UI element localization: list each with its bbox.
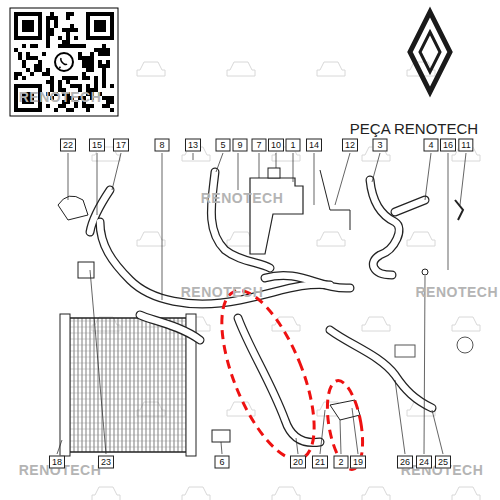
- callout-number: 5: [216, 139, 231, 152]
- callout-number: 12: [342, 139, 358, 152]
- callout-number: 1: [286, 139, 301, 152]
- callout-number: 9: [233, 139, 248, 152]
- callout-number: 10: [268, 139, 284, 152]
- brand-text: PEÇA RENOTECH: [350, 120, 478, 137]
- callout-number: 19: [350, 456, 366, 469]
- callout-number: 17: [113, 139, 129, 152]
- callout-number: 11: [458, 139, 473, 152]
- callout-number: 4: [424, 139, 439, 152]
- callout-number: 20: [290, 456, 306, 469]
- callout-number: 15: [89, 139, 105, 152]
- callout-number: 25: [435, 456, 451, 469]
- callout-number: 22: [60, 139, 76, 152]
- callout-number: 7: [252, 139, 267, 152]
- callout-number: 18: [49, 456, 65, 469]
- callout-number: 26: [397, 456, 413, 469]
- callout-number: 24: [416, 456, 432, 469]
- watermark: RENOTECH: [201, 190, 284, 206]
- watermark: RENOTECH: [19, 89, 102, 105]
- callout-number: 16: [440, 139, 456, 152]
- callout-number: 2: [334, 456, 349, 469]
- watermark: RENOTECH: [415, 284, 498, 300]
- callout-number: 23: [98, 456, 114, 469]
- watermark: RENOTECH: [181, 284, 264, 300]
- callout-number: 6: [215, 456, 230, 469]
- callout-number: 14: [306, 139, 322, 152]
- callout-number: 3: [373, 139, 388, 152]
- callout-number: 21: [312, 456, 328, 469]
- callout-number: 8: [155, 139, 170, 152]
- callout-number: 13: [185, 139, 201, 152]
